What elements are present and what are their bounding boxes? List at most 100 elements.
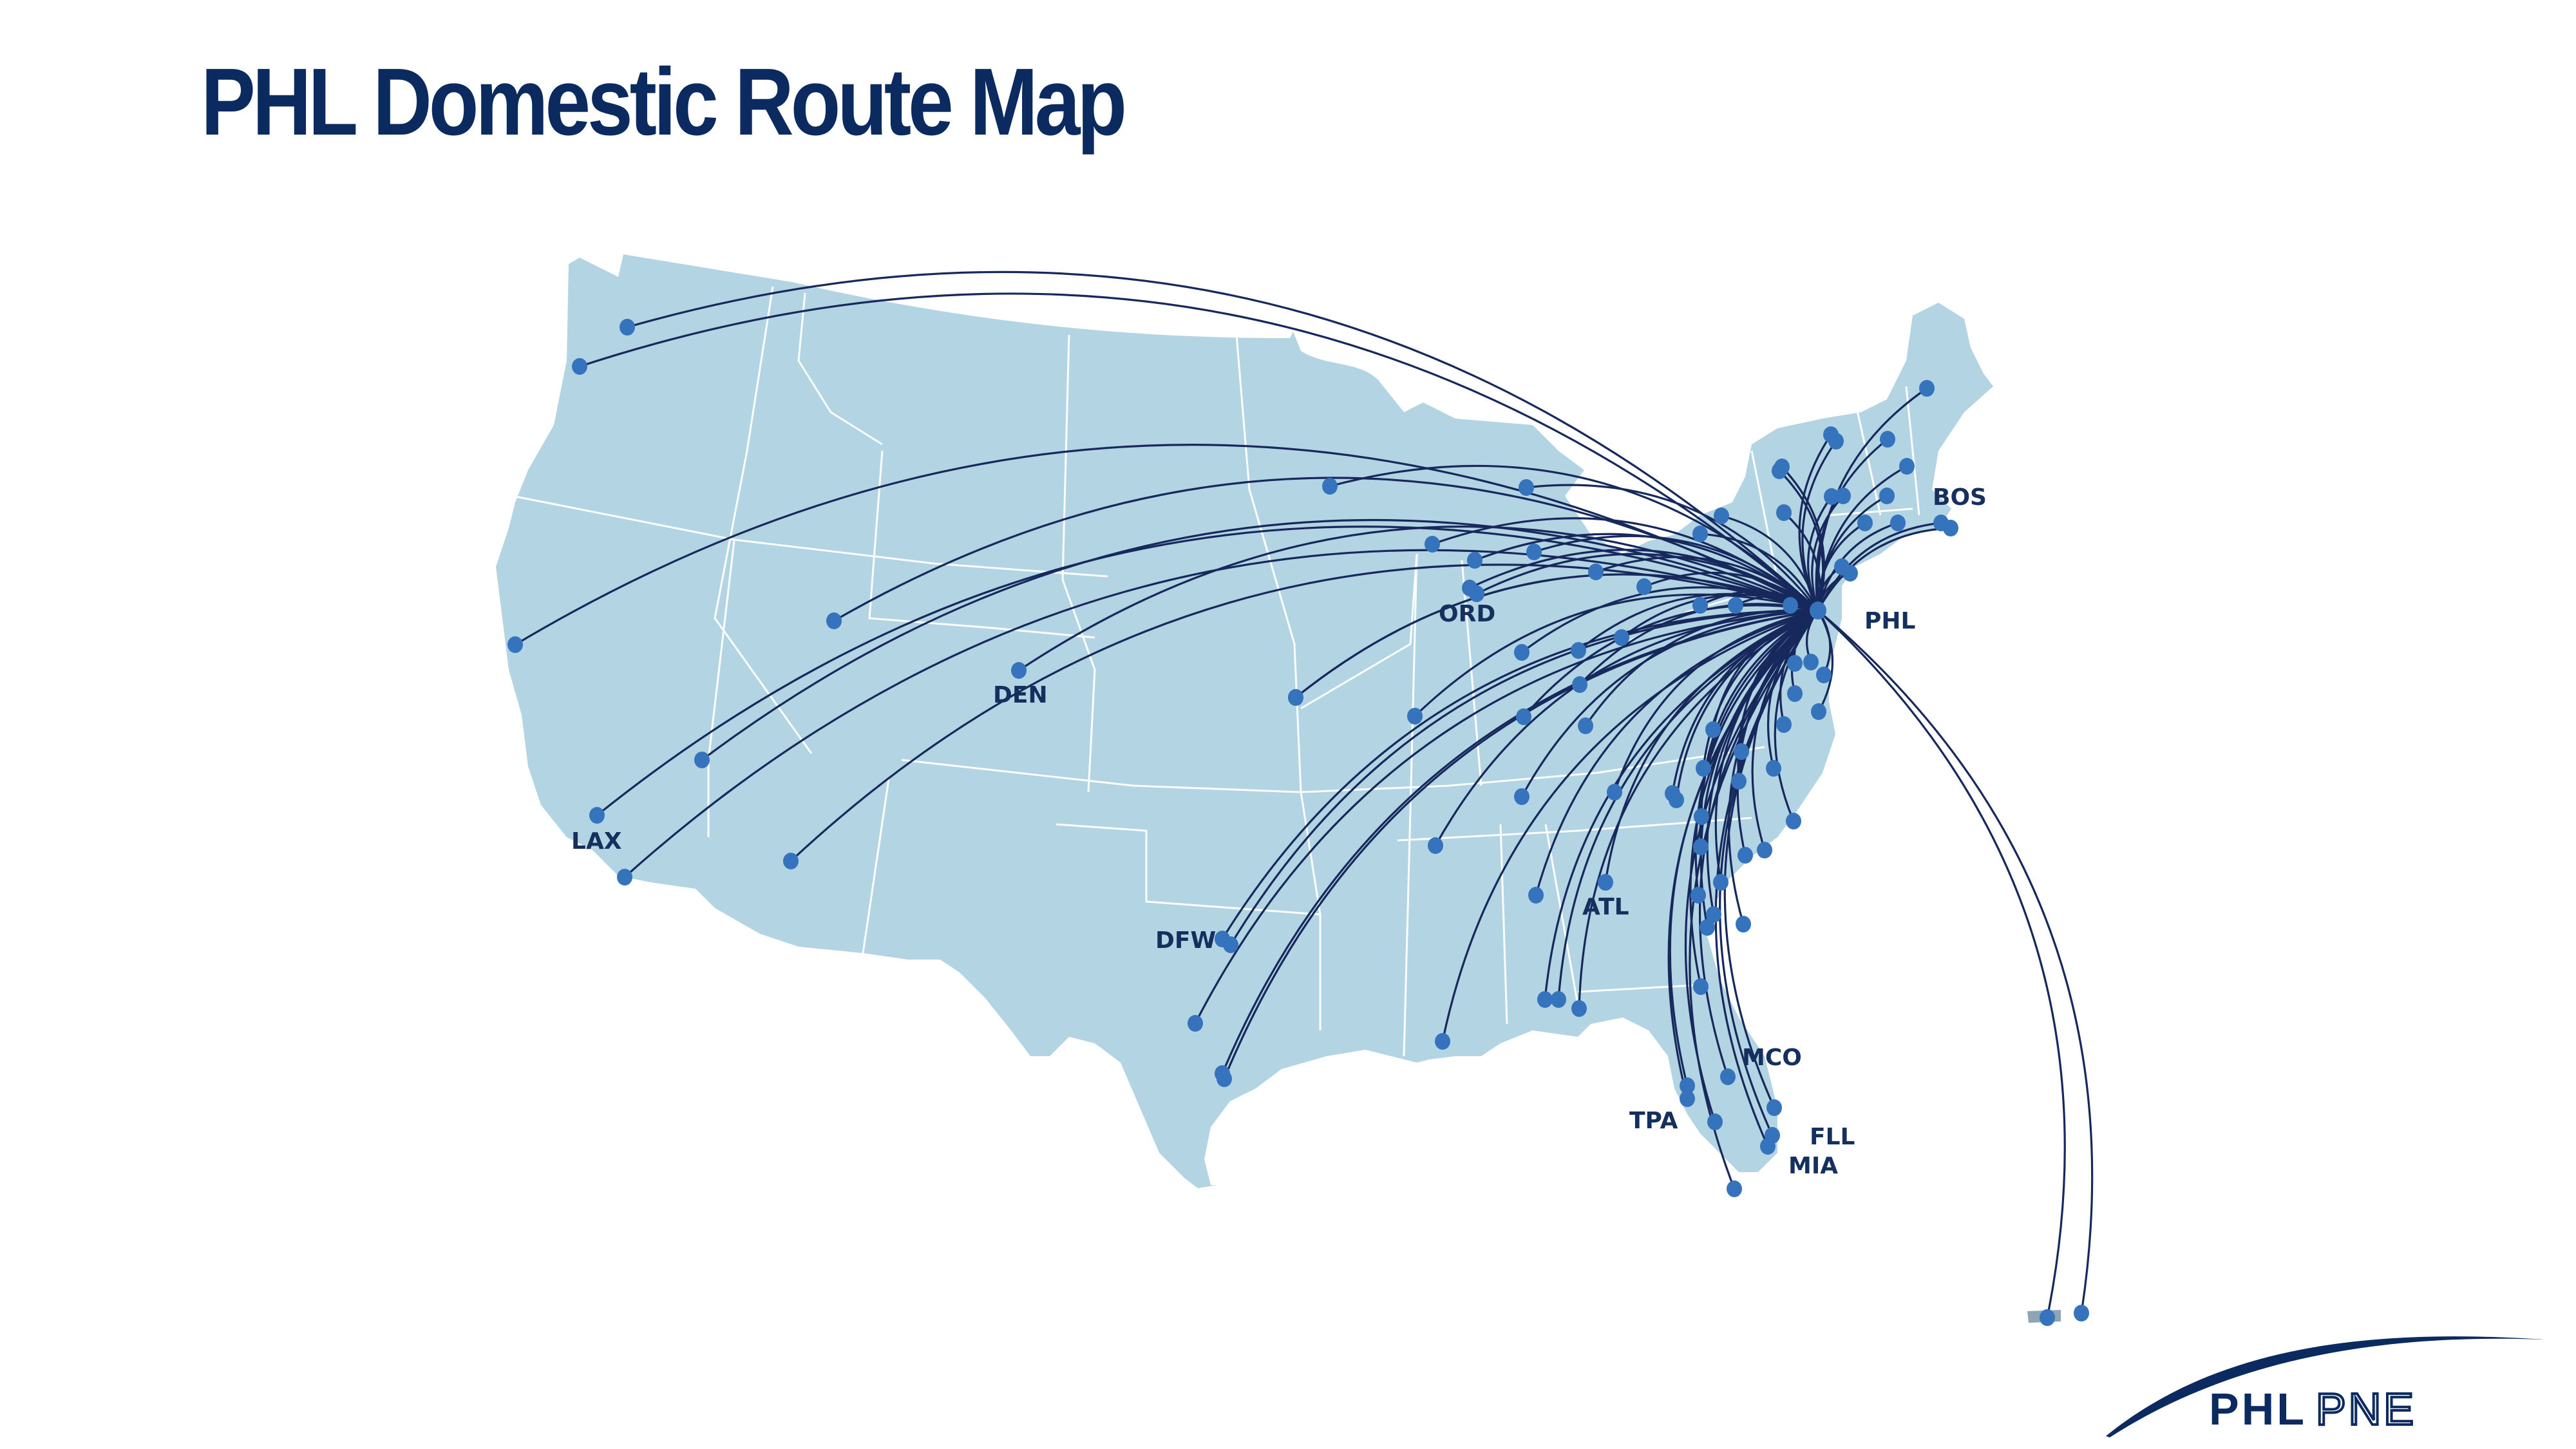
airport-dot bbox=[694, 752, 710, 768]
page-title: PHL Domestic Route Map bbox=[201, 49, 1127, 155]
route-line bbox=[1817, 610, 1834, 712]
airport-dot bbox=[1700, 919, 1715, 936]
airport-dot bbox=[1469, 585, 1484, 602]
airport-label-tpa: TPA bbox=[1629, 1108, 1678, 1134]
route-line bbox=[1533, 535, 1819, 612]
airport-dot bbox=[1811, 703, 1826, 720]
route-line bbox=[1667, 609, 1819, 1099]
airport-dot bbox=[1571, 642, 1586, 659]
airport-dot bbox=[1890, 515, 1906, 531]
airport-dot bbox=[1636, 578, 1652, 595]
route-line bbox=[833, 477, 1819, 622]
airport-dot bbox=[1407, 708, 1423, 724]
airport-dot bbox=[1694, 808, 1709, 825]
airport-dot bbox=[1766, 760, 1781, 777]
route-line bbox=[1578, 603, 1819, 686]
airport-dot bbox=[1514, 788, 1530, 805]
airport-dot bbox=[507, 636, 523, 653]
airport-dot bbox=[1728, 597, 1743, 614]
route-line bbox=[1522, 604, 1819, 718]
airport-dot bbox=[1772, 462, 1787, 479]
airport-dot bbox=[1857, 515, 1873, 531]
airport-dot bbox=[1516, 708, 1531, 725]
airport-dot bbox=[1526, 544, 1542, 560]
route-line bbox=[1557, 609, 1819, 1000]
airport-dot bbox=[1919, 380, 1935, 397]
airport-dot bbox=[783, 853, 799, 869]
route-line bbox=[1535, 609, 1819, 896]
route-line bbox=[1578, 609, 1819, 1009]
route-line bbox=[1595, 556, 1819, 612]
route-line bbox=[701, 518, 1819, 761]
airport-dot bbox=[617, 869, 632, 886]
airport-dot bbox=[1614, 629, 1629, 646]
airport-dot bbox=[1787, 685, 1803, 702]
airport-dot bbox=[2074, 1305, 2089, 1321]
route-line bbox=[1544, 609, 1819, 1000]
airport-dot bbox=[1834, 558, 1850, 575]
route-line bbox=[1714, 610, 1819, 1147]
airport-dot bbox=[2040, 1309, 2055, 1326]
airport-dot bbox=[1467, 552, 1482, 569]
route-line bbox=[1811, 495, 1844, 611]
route-line bbox=[1441, 609, 1819, 1042]
airport-label-fll: FLL bbox=[1810, 1124, 1855, 1150]
airport-dot bbox=[1803, 654, 1819, 670]
route-line bbox=[1476, 553, 1819, 612]
airport-label-bos: BOS bbox=[1933, 484, 1987, 511]
airport-dot bbox=[572, 358, 587, 375]
airport-dot bbox=[1425, 536, 1440, 553]
airport-dot bbox=[1776, 504, 1792, 521]
airport-dot bbox=[1598, 874, 1613, 891]
airport-dot bbox=[1816, 667, 1832, 683]
airport-dots bbox=[507, 319, 2089, 1326]
airport-dot bbox=[1880, 431, 1895, 448]
route-line bbox=[1700, 533, 1819, 611]
airport-dot bbox=[1783, 597, 1798, 614]
airport-dot bbox=[1692, 526, 1708, 542]
airport-dot bbox=[1551, 991, 1566, 1008]
airport-dot bbox=[826, 612, 842, 629]
route-line bbox=[1194, 609, 1819, 1024]
airport-dot bbox=[1692, 597, 1708, 614]
route-line bbox=[1817, 609, 2094, 1314]
airport-dot bbox=[1899, 458, 1915, 475]
airport-dot bbox=[1757, 842, 1772, 858]
airport-dot bbox=[1428, 837, 1443, 854]
airport-dot bbox=[1714, 507, 1729, 524]
airport-label-lax: LAX bbox=[571, 828, 622, 855]
route-line bbox=[1223, 609, 1819, 1079]
route-line bbox=[627, 270, 1819, 612]
airport-dot bbox=[1572, 676, 1587, 693]
airport-dot bbox=[1537, 991, 1553, 1008]
route-line bbox=[1817, 527, 1951, 611]
route-line bbox=[1229, 609, 1819, 945]
route-line bbox=[1817, 609, 2066, 1318]
airport-dot bbox=[1011, 662, 1027, 679]
airport-dot bbox=[1824, 488, 1839, 505]
hub-dot-phl bbox=[1810, 601, 1826, 620]
route-line bbox=[1613, 609, 1819, 793]
route-line bbox=[1018, 526, 1819, 672]
airport-dot bbox=[1705, 721, 1721, 738]
airport-dot bbox=[1766, 1099, 1782, 1116]
airport-dot bbox=[1607, 784, 1622, 800]
route-line bbox=[1807, 496, 1833, 611]
airport-label-mia: MIA bbox=[1788, 1153, 1838, 1179]
logo-swoosh bbox=[2106, 1336, 2544, 1437]
airport-dot bbox=[1693, 838, 1709, 855]
airport-label-den: DEN bbox=[993, 682, 1048, 708]
airport-dot bbox=[620, 319, 635, 336]
airport-dot bbox=[1223, 936, 1238, 953]
route-line bbox=[1221, 609, 1819, 940]
airport-dot bbox=[1514, 644, 1530, 661]
airport-dot bbox=[1713, 874, 1728, 891]
airport-dot bbox=[1760, 1138, 1776, 1155]
airport-dot bbox=[1707, 1113, 1723, 1130]
airport-dot bbox=[1776, 716, 1792, 733]
airport-label-ord: ORD bbox=[1439, 601, 1495, 627]
airport-label-atl: ATL bbox=[1582, 894, 1629, 920]
airport-dot bbox=[1787, 655, 1803, 672]
